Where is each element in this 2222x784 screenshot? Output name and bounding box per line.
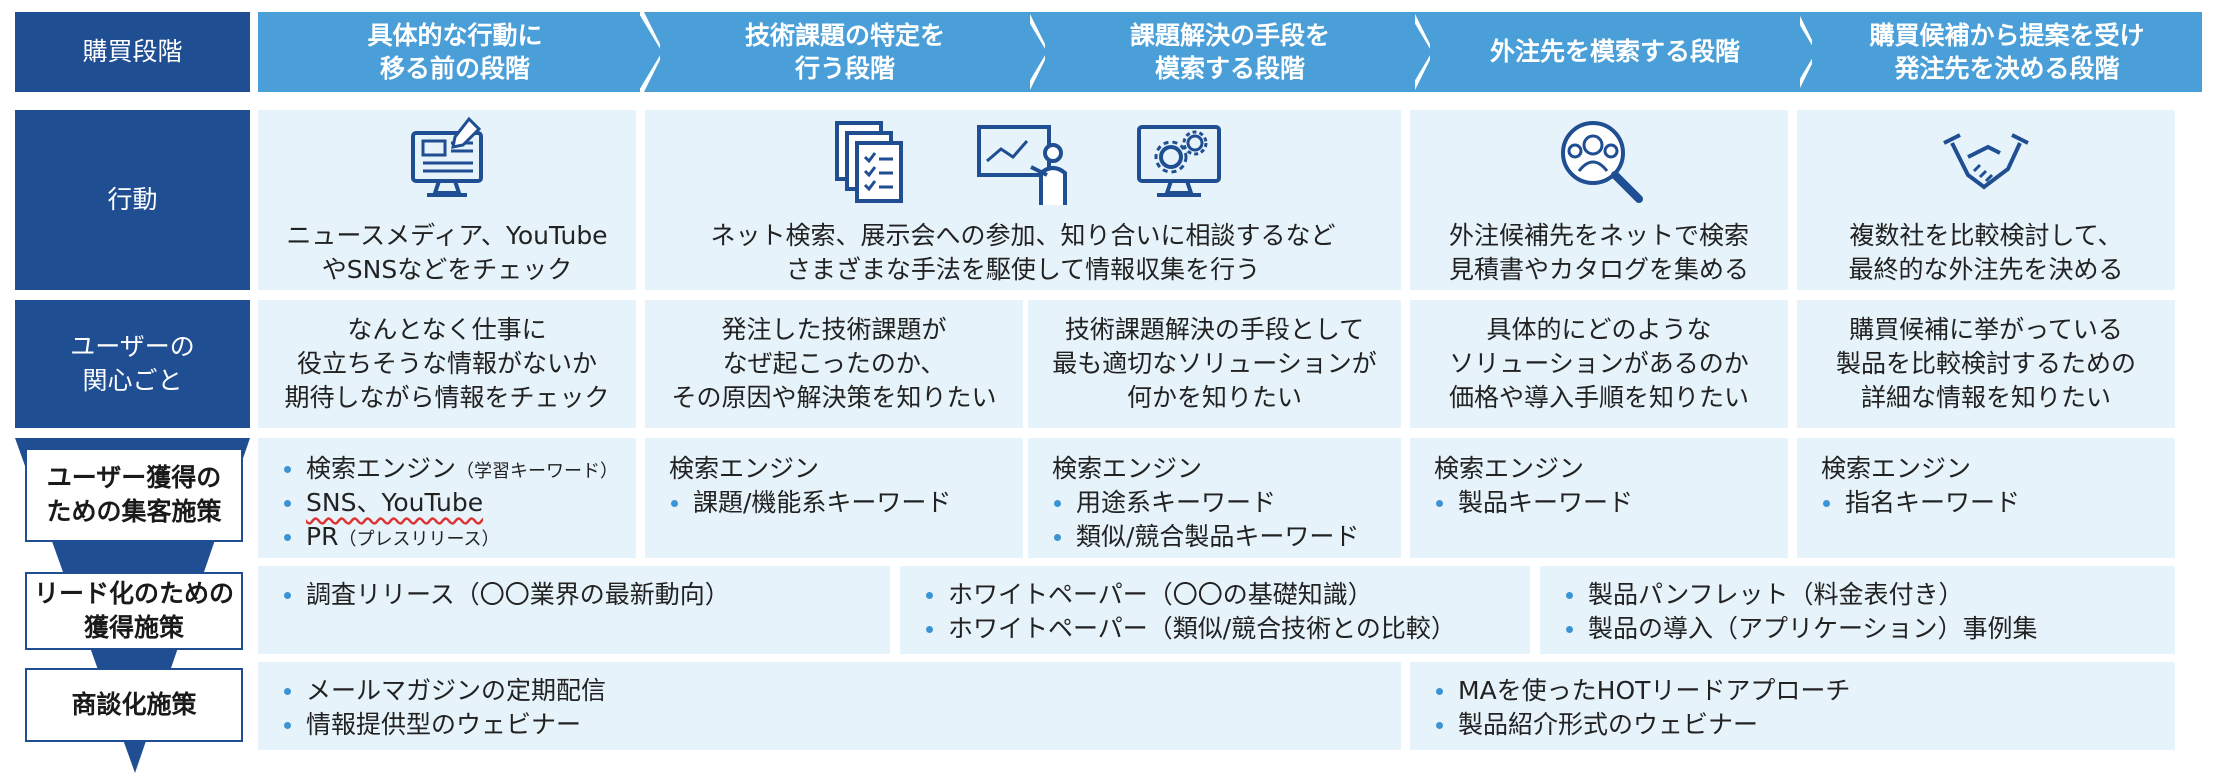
item-heading: 検索エンジン (1434, 454, 1585, 483)
documents-icon (835, 121, 903, 203)
stage-1-label: 具体的な行動に 移る前の段階 (270, 12, 640, 92)
item-text: SNS、YouTube (306, 488, 484, 517)
interest-cell-3: 技術課題解決の手段として 最も適切なソリューションが 何かを知りたい (1028, 300, 1401, 428)
interest-cell-5: 購買候補に挙がっている 製品を比較検討するための 詳細な情報を知りたい (1797, 300, 2175, 428)
action-cell-2: ネット検索、展示会への参加、知り合いに相談するなど さまざまな手法を駆使して情報… (645, 110, 1401, 290)
computer-gears-icon (1137, 125, 1221, 197)
item-text: PR (306, 522, 339, 551)
row-label-text: 購買段階 (82, 37, 183, 67)
row-label-deal: 商談化施策 (25, 668, 243, 742)
list-item: 情報提供型のウェビナー (282, 708, 581, 742)
list-item: 製品パンフレット（料金表付き） (1564, 578, 1964, 612)
interest-cell-2: 発注した技術課題が なぜ起こったのか、 その原因や解決策を知りたい (645, 300, 1023, 428)
list-item: ホワイトペーパー（類似/競合技術との比較） (924, 612, 1456, 646)
item-note: （学習キーワード） (456, 461, 619, 482)
handshake-icon (1943, 133, 2029, 190)
action-text-2: ネット検索、展示会への参加、知り合いに相談するなど さまざまな手法を駆使して情報… (710, 221, 1336, 284)
row-label-interest: ユーザーの 関心ごと (15, 300, 250, 428)
action-cell-1: ニュースメディア、YouTube やSNSなどをチェック (258, 110, 636, 290)
row-label-lead: リード化のための 獲得施策 (25, 572, 243, 650)
list-item: 製品紹介形式のウェビナー (1434, 708, 1758, 742)
row-label-action: 行動 (15, 110, 250, 290)
list-item: メールマガジンの定期配信 (282, 674, 606, 708)
lead-cell-3: 製品パンフレット（料金表付き） 製品の導入（アプリケーション）事例集 (1540, 566, 2175, 654)
item-heading: 検索エンジン (1821, 454, 1972, 483)
lead-cell-1: 調査リリース（〇〇業界の最新動向） (258, 566, 890, 654)
item-heading: 検索エンジン (669, 454, 820, 483)
acquisition-cell-5: 検索エンジン 指名キーワード (1797, 438, 2175, 558)
action-cell-4: 複数社を比較検討して、 最終的な外注先を決める (1797, 110, 2175, 290)
stage-4-label: 外注先を模索する段階 (1430, 12, 1800, 92)
action-text-4: 複数社を比較検討して、 最終的な外注先を決める (1848, 221, 2124, 284)
acquisition-cell-2: 検索エンジン 課題/機能系キーワード (645, 438, 1023, 558)
action-cell-3: 外注候補先をネットで検索 見積書やカタログを集める (1410, 110, 1788, 290)
list-item: SNS、YouTube (282, 486, 483, 520)
row-label-text: 商談化施策 (71, 690, 197, 720)
acquisition-cell-1: 検索エンジン（学習キーワード） SNS、YouTube PR（プレスリリース） (258, 438, 636, 558)
acquisition-cell-4: 検索エンジン 製品キーワード (1410, 438, 1788, 558)
deal-cell-1: メールマガジンの定期配信 情報提供型のウェビナー (258, 662, 1401, 750)
stage-2-label: 技術課題の特定を 行う段階 (660, 12, 1030, 92)
list-item: MAを使ったHOTリードアプローチ (1434, 674, 1850, 708)
item-heading: 検索エンジン (1052, 454, 1203, 483)
list-item: ホワイトペーパー（〇〇の基礎知識） (924, 578, 1373, 612)
list-item: 課題/機能系キーワード (669, 486, 951, 520)
item-text: 検索エンジン (306, 454, 457, 483)
action-text-1: ニュースメディア、YouTube やSNSなどをチェック (286, 221, 608, 284)
presentation-icon (977, 125, 1067, 205)
row-label-text: リード化のための 獲得施策 (33, 579, 234, 642)
row-label-stage: 購買段階 (15, 12, 250, 92)
row-label-acquisition: ユーザー獲得の ための集客施策 (25, 448, 243, 542)
interest-cell-4: 具体的にどのような ソリューションがあるのか 価格や導入手順を知りたい (1410, 300, 1788, 428)
row-label-text: ユーザー獲得の ための集客施策 (46, 463, 222, 526)
interest-cell-1: なんとなく仕事に 役立ちそうな情報がないか 期待しながら情報をチェック (258, 300, 636, 428)
acquisition-cell-3: 検索エンジン 用途系キーワード 類似/競合製品キーワード (1028, 438, 1401, 558)
lead-cell-2: ホワイトペーパー（〇〇の基礎知識） ホワイトペーパー（類似/競合技術との比較） (900, 566, 1530, 654)
list-item: 用途系キーワード (1052, 486, 1276, 520)
list-item: 指名キーワード (1821, 486, 2020, 520)
action-text-3: 外注候補先をネットで検索 見積書やカタログを集める (1448, 221, 1749, 284)
stage-3-label: 課題解決の手段を 模索する段階 (1045, 12, 1415, 92)
deal-cell-2: MAを使ったHOTリードアプローチ 製品紹介形式のウェビナー (1410, 662, 2175, 750)
stage-5-label: 購買候補から提案を受け 発注先を決める段階 (1812, 12, 2202, 92)
item-note: （プレスリリース） (338, 529, 500, 550)
list-item: 類似/競合製品キーワード (1052, 520, 1359, 554)
list-item: 製品キーワード (1434, 486, 1633, 520)
row-label-text: ユーザーの 関心ごと (70, 332, 195, 395)
people-search-icon (1561, 121, 1643, 203)
list-item: 製品の導入（アプリケーション）事例集 (1564, 612, 2038, 646)
list-item: PR（プレスリリース） (282, 520, 500, 554)
news-computer-icon (411, 116, 483, 197)
list-item: 検索エンジン（学習キーワード） (282, 452, 618, 486)
row-label-text: 行動 (107, 185, 158, 215)
list-item: 調査リリース（〇〇業界の最新動向） (282, 578, 730, 612)
